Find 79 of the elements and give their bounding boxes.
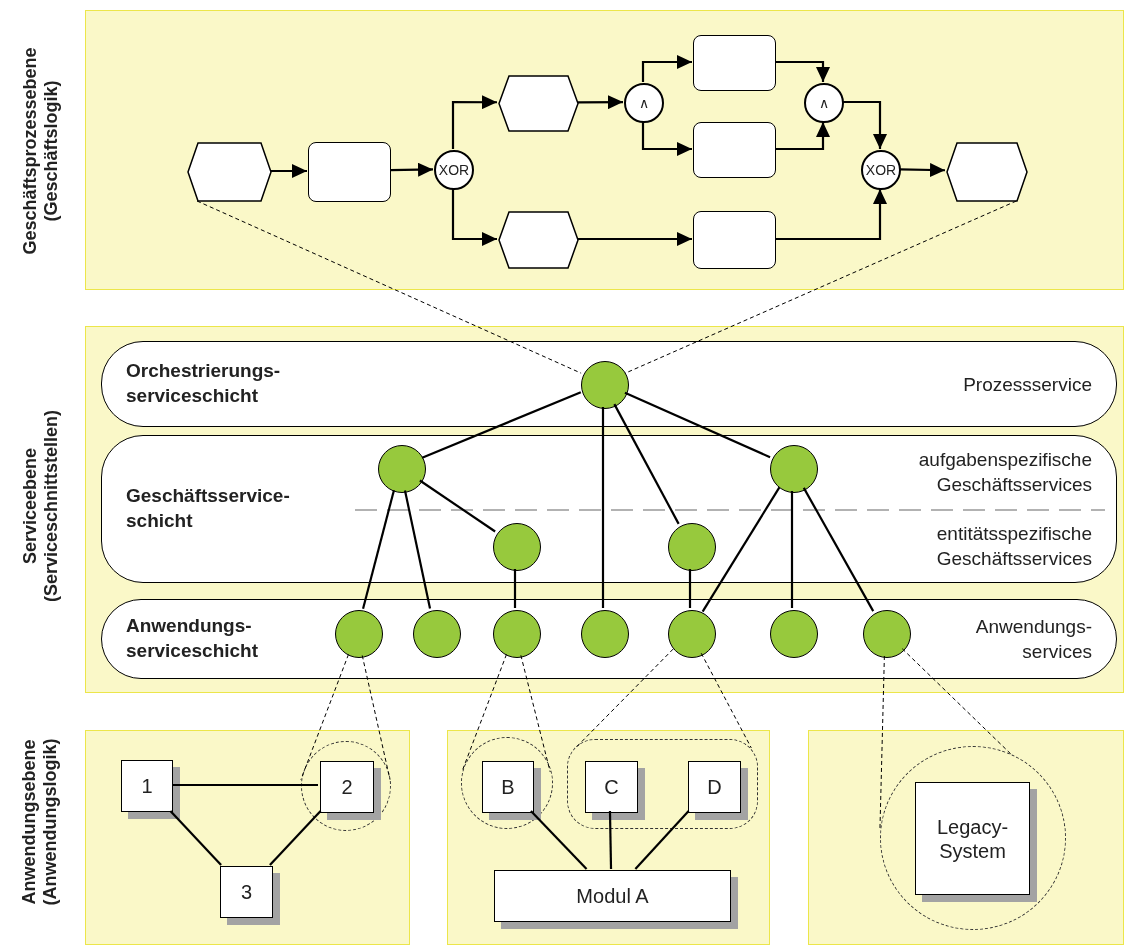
arrow bbox=[775, 60, 830, 82]
connector-line bbox=[169, 810, 222, 866]
arrow bbox=[641, 122, 692, 156]
connector-line bbox=[530, 810, 588, 870]
function-box bbox=[308, 142, 391, 202]
zoom-outline bbox=[567, 739, 758, 829]
service-circle bbox=[668, 523, 716, 571]
service-circle bbox=[493, 610, 541, 658]
gateway-circle: XOR bbox=[434, 150, 474, 190]
zoom-line bbox=[300, 653, 349, 781]
function-box bbox=[693, 122, 776, 178]
connector-line bbox=[172, 783, 318, 787]
layer-name: Geschäftsservice- schicht bbox=[126, 484, 291, 533]
connector-line bbox=[362, 489, 395, 610]
layer-panel bbox=[85, 730, 410, 945]
event-hexagon bbox=[498, 211, 579, 269]
arrow bbox=[641, 55, 692, 82]
service-type-label: Prozessservice bbox=[962, 372, 1092, 397]
layer-band bbox=[101, 435, 1117, 583]
arrow bbox=[389, 162, 434, 177]
zoom-line bbox=[575, 648, 674, 749]
zoom-line bbox=[901, 648, 1012, 755]
service-circle bbox=[581, 361, 629, 409]
connector-line bbox=[419, 479, 496, 533]
arrow bbox=[271, 164, 307, 178]
layer-heading: Anwendungsebene (Anwendungslogik) bbox=[19, 737, 61, 908]
zoom-line bbox=[624, 200, 1017, 374]
layer-name: Anwendungs- serviceschicht bbox=[126, 614, 260, 663]
connector-line bbox=[421, 391, 582, 459]
arrow bbox=[578, 232, 692, 246]
zoom-line bbox=[361, 654, 391, 781]
connector-line bbox=[608, 810, 613, 870]
service-type-label: Anwendungs- services bbox=[974, 615, 1092, 664]
arrow bbox=[578, 95, 623, 110]
zoom-line bbox=[879, 655, 885, 831]
gateway-circle: ∧ bbox=[624, 83, 664, 123]
service-type-label: aufgabenspezifische Geschäftsservices bbox=[917, 448, 1092, 497]
layer-heading: Geschäftsprozessebene (Geschäftslogik) bbox=[20, 46, 62, 257]
function-box bbox=[693, 211, 776, 269]
connector-line bbox=[802, 487, 875, 612]
connector-line bbox=[613, 403, 680, 525]
arrow bbox=[900, 162, 946, 177]
zoom-line bbox=[196, 200, 582, 374]
service-circle bbox=[863, 610, 911, 658]
service-circle bbox=[378, 445, 426, 493]
connector-line bbox=[601, 407, 605, 608]
service-circle bbox=[581, 610, 629, 658]
connector-line bbox=[688, 569, 692, 608]
layer-panel bbox=[447, 730, 770, 945]
service-circle bbox=[770, 610, 818, 658]
connector-line bbox=[403, 490, 432, 609]
arrow bbox=[775, 189, 887, 241]
arrow bbox=[775, 122, 830, 151]
service-type-label: entitätsspezifische Geschäftsservices bbox=[935, 522, 1092, 571]
layer-name: Orchestrierungs- serviceschicht bbox=[126, 359, 282, 408]
connector-line bbox=[269, 810, 322, 866]
connector-line bbox=[701, 486, 781, 613]
service-circle bbox=[493, 523, 541, 571]
zoom-line bbox=[520, 654, 551, 773]
service-circle bbox=[413, 610, 461, 658]
arrow bbox=[843, 100, 887, 149]
arrow bbox=[451, 95, 497, 149]
connector-line bbox=[513, 569, 517, 608]
gateway-circle: ∧ bbox=[804, 83, 844, 123]
layer-panel bbox=[808, 730, 1124, 945]
layer-heading: Serviceebene (Serviceschnittstellen) bbox=[20, 408, 62, 605]
service-circle bbox=[770, 445, 818, 493]
connector-line bbox=[790, 491, 794, 608]
service-circle bbox=[668, 610, 716, 658]
function-box bbox=[693, 35, 776, 91]
event-hexagon bbox=[498, 75, 579, 132]
arrow bbox=[451, 189, 497, 246]
event-hexagon bbox=[187, 142, 272, 202]
zoom-line bbox=[700, 652, 752, 749]
connector-line bbox=[634, 810, 690, 870]
gateway-circle: XOR bbox=[861, 150, 901, 190]
event-hexagon bbox=[946, 142, 1028, 202]
connector-line bbox=[624, 391, 771, 459]
service-circle bbox=[335, 610, 383, 658]
